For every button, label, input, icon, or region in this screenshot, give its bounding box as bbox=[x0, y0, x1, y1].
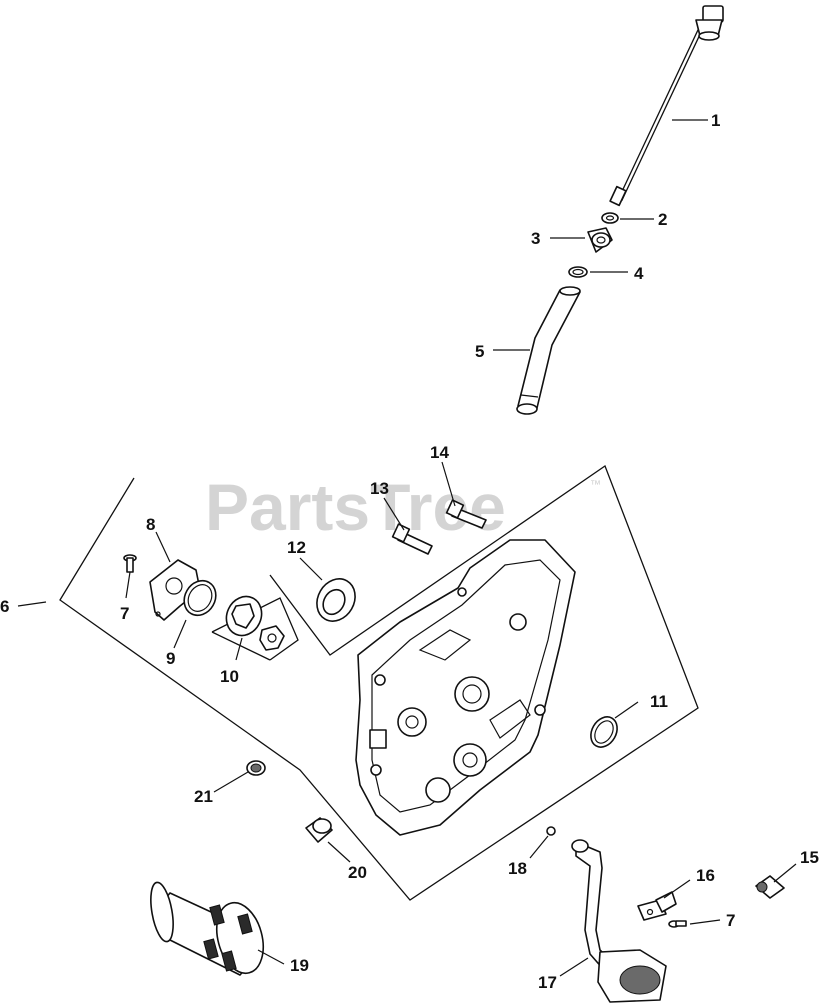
o-ring-11[interactable] bbox=[586, 712, 623, 752]
callout-10: 10 bbox=[220, 667, 239, 686]
leader-lines bbox=[17, 119, 797, 977]
oil-pump-cover[interactable] bbox=[149, 559, 201, 621]
o-ring-4[interactable] bbox=[568, 266, 588, 278]
washer-2[interactable] bbox=[601, 212, 619, 224]
oil-filter[interactable] bbox=[147, 881, 271, 979]
plug-21[interactable] bbox=[246, 760, 266, 776]
bracket[interactable] bbox=[637, 891, 677, 921]
oil-pickup[interactable] bbox=[571, 839, 667, 1003]
callout-21: 21 bbox=[194, 787, 213, 806]
bolt-14[interactable] bbox=[445, 499, 487, 529]
callout-7-right: 7 bbox=[726, 911, 735, 930]
callout-13: 13 bbox=[370, 479, 389, 498]
callout-20: 20 bbox=[348, 863, 367, 882]
callout-2: 2 bbox=[658, 210, 667, 229]
callout-8: 8 bbox=[146, 515, 155, 534]
fitting-15[interactable] bbox=[755, 875, 785, 899]
drain-plug[interactable] bbox=[305, 817, 333, 843]
callout-15: 15 bbox=[800, 848, 819, 867]
dipstick[interactable] bbox=[609, 5, 724, 207]
screw-7-left[interactable] bbox=[123, 554, 137, 573]
callout-19: 19 bbox=[290, 956, 309, 975]
callout-3: 3 bbox=[531, 229, 540, 248]
closure-plate[interactable] bbox=[355, 539, 576, 836]
callout-12: 12 bbox=[287, 538, 306, 557]
callout-17: 17 bbox=[538, 973, 557, 992]
callout-7-left: 7 bbox=[120, 604, 129, 623]
callout-4: 4 bbox=[634, 264, 644, 283]
callout-14: 14 bbox=[430, 443, 449, 462]
oil-seal[interactable] bbox=[309, 572, 362, 628]
o-ring-18[interactable] bbox=[546, 826, 556, 836]
grommet[interactable] bbox=[587, 227, 613, 253]
dipstick-tube[interactable] bbox=[516, 286, 581, 415]
callout-18: 18 bbox=[508, 859, 527, 878]
callout-16: 16 bbox=[696, 866, 715, 885]
callout-11: 11 bbox=[650, 692, 668, 711]
callout-6: 6 bbox=[0, 597, 9, 616]
callout-9: 9 bbox=[166, 649, 175, 668]
callout-1: 1 bbox=[711, 111, 720, 130]
bolt-13[interactable] bbox=[391, 523, 433, 555]
watermark-trademark: ™ bbox=[590, 479, 601, 491]
callouts: 1 2 3 4 5 6 7 8 9 10 11 12 13 14 15 16 7… bbox=[0, 111, 819, 992]
callout-5: 5 bbox=[475, 342, 484, 361]
oil-pump-rotor-kit[interactable] bbox=[220, 591, 285, 651]
screw-7-right[interactable] bbox=[668, 920, 687, 928]
